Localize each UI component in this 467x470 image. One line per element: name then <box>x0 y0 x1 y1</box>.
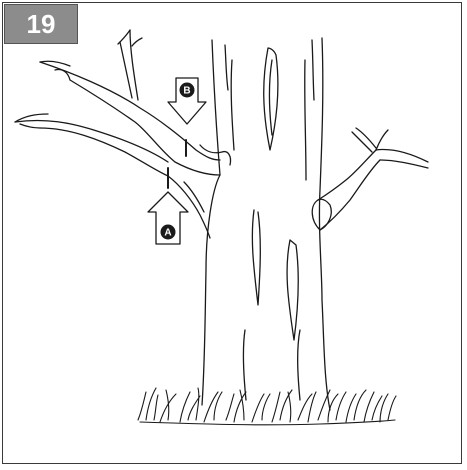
bark-line <box>287 240 298 340</box>
branch-joint <box>184 182 204 212</box>
branch-twig <box>118 30 130 44</box>
right-branch <box>352 132 372 152</box>
trunk-right-edge <box>319 38 330 410</box>
right-branch <box>376 130 388 150</box>
right-branch <box>356 128 376 148</box>
bark-line <box>252 210 260 305</box>
bark-line <box>312 40 314 100</box>
bark-line <box>225 45 228 90</box>
callout-a-label: A <box>164 228 171 239</box>
branch-fork <box>55 69 70 80</box>
left-branch-second <box>15 120 168 162</box>
trunk-left-edge <box>202 40 220 405</box>
callout-b: B <box>168 78 206 156</box>
bark-line <box>298 330 300 400</box>
callout-b-label: B <box>183 86 190 97</box>
bark-line <box>305 60 306 180</box>
bark-line <box>243 330 246 400</box>
right-branch <box>380 160 428 168</box>
branch-twig <box>20 124 40 128</box>
grass <box>138 388 396 425</box>
bark-line <box>269 60 272 135</box>
bark-line <box>231 60 234 150</box>
branch-collar <box>312 199 331 230</box>
branch-twig <box>120 42 132 98</box>
branch-twig <box>132 38 142 46</box>
callout-a: A <box>148 168 188 244</box>
